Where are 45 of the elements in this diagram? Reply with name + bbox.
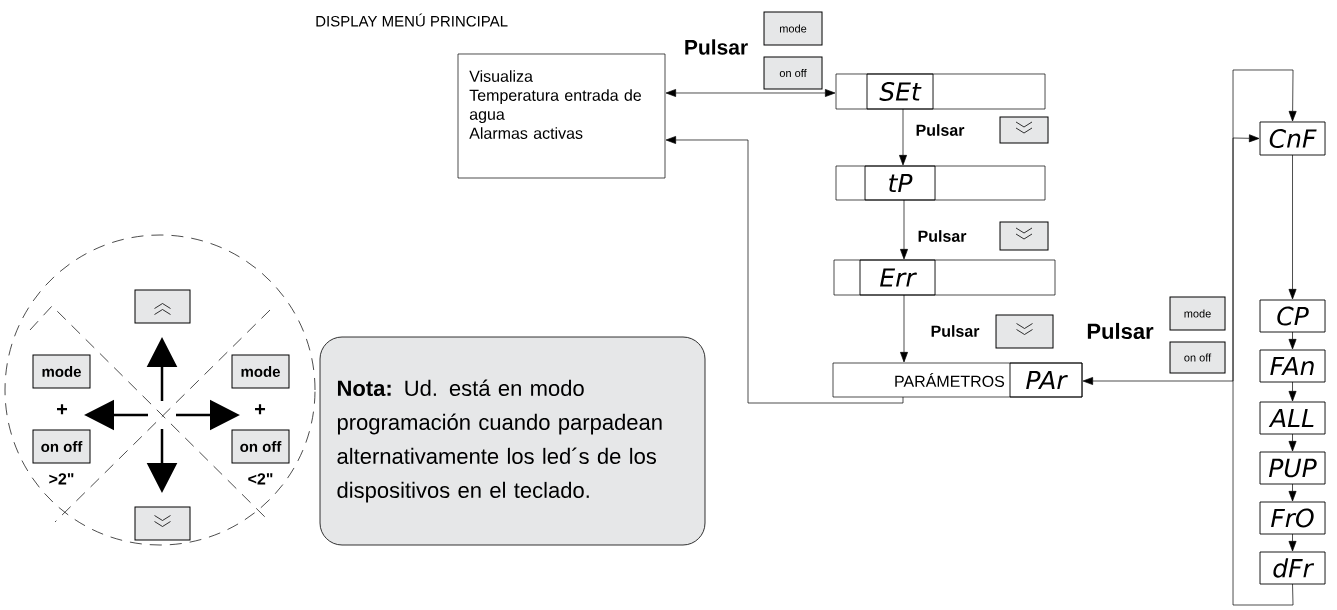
menu-box: PARÁMETROS PAr — [832, 362, 1083, 398]
key: mode — [32, 354, 91, 389]
text-box: Visualiza Temperatura entrada de agua Alarmas activas — [457, 53, 666, 179]
duration-label: >2" — [49, 473, 74, 485]
arrow — [1082, 134, 1260, 385]
plus-sign: + — [57, 404, 68, 415]
arrow — [665, 89, 836, 97]
key: mode — [763, 11, 823, 46]
display-box: PUP — [1259, 451, 1326, 485]
instruction-label: Pulsar — [685, 39, 748, 55]
instruction-label: Pulsar — [1087, 322, 1154, 340]
instruction-label: Pulsar — [931, 325, 980, 337]
display-box: CP — [1259, 299, 1326, 333]
key: mode — [231, 354, 290, 389]
display-box: FrO — [1259, 501, 1326, 535]
arrow — [665, 136, 904, 404]
key: on off — [763, 56, 823, 90]
arrow — [1288, 483, 1297, 502]
arrow — [1288, 381, 1297, 402]
arrow — [1288, 433, 1297, 452]
arrow — [899, 108, 907, 166]
arrow — [1232, 69, 1297, 606]
duration-label: <2" — [248, 473, 273, 485]
title: DISPLAY MENÚ PRINCIPAL — [316, 13, 508, 27]
arrow — [900, 199, 908, 260]
note-box: Nota: Ud. está en modo programación cuando parpadean alternativamente los led´s de los dispositivos en el teclado. — [319, 336, 706, 546]
menu-box: Err — [833, 259, 1056, 296]
display-box: FAn — [1259, 349, 1326, 383]
key: on off — [1169, 341, 1226, 374]
arrow — [1288, 154, 1297, 300]
arrow — [1288, 331, 1297, 350]
instruction-label: Pulsar — [916, 124, 965, 136]
arrow — [1288, 533, 1297, 552]
keypad-circle — [4, 234, 316, 546]
display-box: CnF — [1259, 121, 1326, 156]
key: mode — [1169, 296, 1226, 331]
menu-box: SEt — [835, 73, 1046, 110]
display-box: dFr — [1259, 551, 1326, 585]
display-box: ALL — [1259, 401, 1326, 435]
key: on off — [32, 429, 91, 464]
arrow — [900, 294, 908, 363]
instruction-label: Pulsar — [918, 230, 967, 242]
key: on off — [231, 429, 290, 464]
menu-box: tP — [835, 165, 1046, 201]
plus-sign: + — [255, 404, 266, 415]
